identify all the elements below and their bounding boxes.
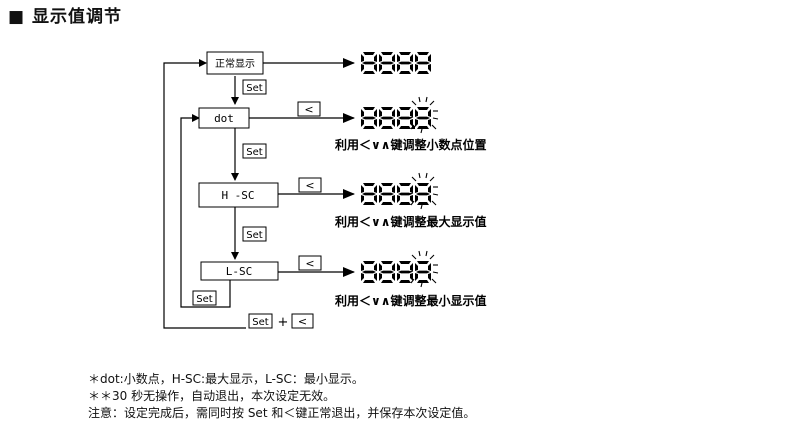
footnote-timeout: ＊＊30 秒无操作，自动退出，本次设定无效。	[88, 389, 336, 403]
display-h-sc	[361, 183, 431, 205]
instruction-dot: 利用＜∨∧键调整小数点位置	[335, 137, 487, 152]
menu-box-l-sc	[200, 261, 279, 281]
set-key-3-label: Set	[246, 230, 263, 241]
menu-box-dot	[198, 107, 250, 129]
left-key-1-label: <	[304, 103, 313, 116]
set-key-4-label: Set	[196, 294, 213, 305]
page-heading: ■ 显示值调节	[8, 2, 122, 27]
left-key-1	[297, 101, 321, 117]
decimal-point	[412, 126, 415, 129]
left-key-4	[291, 313, 314, 329]
menu-label-normal-display: 正常显示	[215, 57, 255, 70]
set-key-3	[242, 226, 267, 242]
set-key-1-label: Set	[246, 83, 263, 94]
display-l-sc	[361, 261, 431, 283]
set-key-5-label: Set	[252, 317, 269, 328]
set-key-1	[242, 79, 267, 95]
heading-bullet-icon: ■	[8, 7, 26, 27]
heading-title: 显示值调节	[31, 7, 122, 27]
display-normal	[361, 52, 431, 74]
set-key-2-label: Set	[246, 147, 263, 158]
left-key-4-label: <	[298, 315, 307, 328]
instruction-l-sc: 利用＜∨∧键调整最小显示值	[335, 293, 487, 308]
left-key-3	[298, 255, 322, 271]
loop-line-inner	[180, 114, 231, 308]
menu-box-h-sc	[198, 182, 279, 208]
menu-label-l-sc: L-SC	[226, 265, 253, 278]
set-key-5	[248, 313, 273, 329]
footnote-abbreviations: ＊dot:小数点，H-SC:最大显示，L-SC：最小显示。	[88, 372, 364, 386]
footnote-attention: 注意：设定完成后，需同时按 Set 和＜键正常退出，并保存本次设定值。	[88, 406, 476, 420]
menu-label-h-sc: H -SC	[221, 189, 254, 202]
set-key-2	[242, 143, 267, 159]
display-dot	[361, 107, 431, 129]
loop-line-outer	[163, 59, 246, 329]
left-key-2-label: <	[305, 179, 314, 192]
menu-box-normal-display	[206, 51, 264, 75]
plus-sign: +	[278, 315, 289, 330]
menu-label-dot: dot	[214, 112, 234, 125]
set-key-4	[192, 290, 217, 306]
left-key-2	[298, 177, 322, 193]
instruction-h-sc: 利用＜∨∧键调整最大显示值	[335, 214, 487, 229]
left-key-3-label: <	[305, 257, 314, 270]
